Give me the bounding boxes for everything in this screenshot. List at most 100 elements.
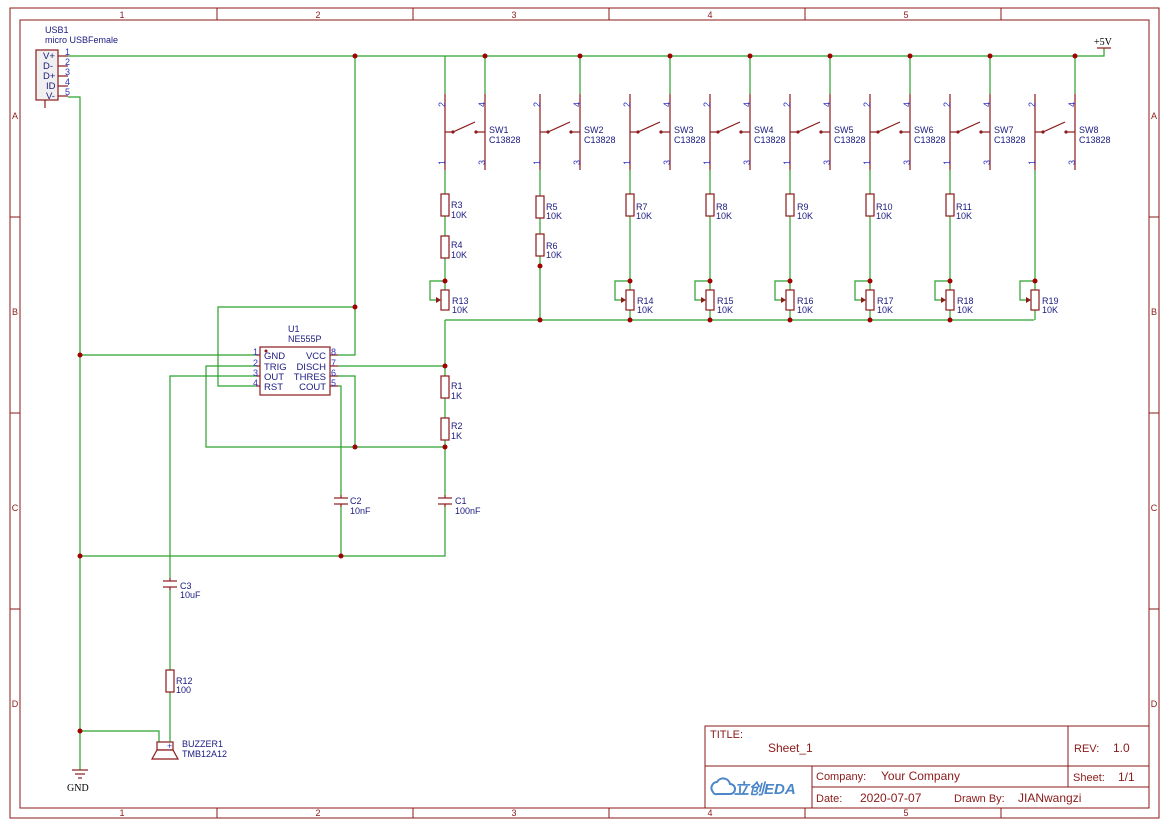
zone-col-3-bottom: 3 <box>511 808 516 818</box>
r3-value: 10K <box>451 210 467 220</box>
switch-value: C13828 <box>584 135 616 145</box>
resistor-r9: R9 10K <box>785 193 813 221</box>
zone-row-c-right: C <box>1151 503 1158 513</box>
switch-pin-4: 4 <box>982 102 992 107</box>
usb-pin-num-2: 2 <box>65 57 70 67</box>
switch-value: C13828 <box>994 135 1026 145</box>
sheet-value: 1/1 <box>1118 770 1135 784</box>
r9-value: 10K <box>797 211 813 221</box>
zone-row-a: A <box>12 111 18 121</box>
usb-pin-name-5: V- <box>46 91 55 102</box>
zone-col-1: 1 <box>119 10 124 20</box>
rev-label: REV: <box>1074 743 1099 755</box>
switch-ref: SW4 <box>754 125 774 135</box>
switch-pin-3: 3 <box>902 160 912 165</box>
r5-ref: R5 <box>546 202 558 212</box>
date-value: 2020-07-07 <box>860 791 922 805</box>
switch-pin-3: 3 <box>742 160 752 165</box>
pot-ref: R14 <box>637 296 654 306</box>
zone-col-5: 5 <box>903 10 908 20</box>
r7-value: 10K <box>636 211 652 221</box>
c1-ref: C1 <box>455 496 467 506</box>
pot-ref: R19 <box>1042 296 1059 306</box>
resistor-r3: R3 10K <box>440 193 467 220</box>
wires <box>68 48 1105 770</box>
r11-ref: R11 <box>956 202 972 212</box>
r12-value: 100 <box>176 685 191 695</box>
resistor-r7: R7 10K <box>625 193 652 221</box>
switch-pin-2: 2 <box>622 102 632 107</box>
ic-pin-name-rst: RST <box>264 382 283 393</box>
pot-value: 10K <box>452 305 468 315</box>
switch-pin-3: 3 <box>1067 160 1077 165</box>
usb-pin-num-1: 1 <box>65 47 70 57</box>
pot-ref: R17 <box>877 296 894 306</box>
switch-pin-4: 4 <box>742 102 752 107</box>
switch-pin-1: 1 <box>622 160 632 165</box>
buzzer-plus: + <box>167 741 172 751</box>
switch-pin-4: 4 <box>822 102 832 107</box>
resistor-r1: R1 1K <box>440 375 463 401</box>
switch-pin-3: 3 <box>477 160 487 165</box>
switch-ref: SW8 <box>1079 125 1099 135</box>
pot-value: 10K <box>957 305 973 315</box>
usb-pin-num-5: 5 <box>65 87 70 97</box>
c2-ref: C2 <box>350 496 362 506</box>
ic-pin-name-thres: THRES <box>294 372 326 383</box>
switch-pin-3: 3 <box>572 160 582 165</box>
buzzer: + BUZZER1 TMB12A12 <box>150 739 227 760</box>
switch-pin-2: 2 <box>942 102 952 107</box>
gnd-label: GND <box>67 783 89 794</box>
zone-row-d-right: D <box>1151 699 1158 709</box>
zone-row-c: C <box>12 503 19 513</box>
sheet-frame: 1 2 3 4 5 1 2 3 4 5 A B C D A B C D <box>9 7 1160 819</box>
vcc-symbol: +5V <box>1094 37 1113 49</box>
sheet-label: Sheet: <box>1073 772 1105 784</box>
pot-value: 10K <box>1042 305 1058 315</box>
switch-value: C13828 <box>674 135 706 145</box>
r1-ref: R1 <box>451 381 463 391</box>
switch-value: C13828 <box>834 135 866 145</box>
switch-pin-1: 1 <box>702 160 712 165</box>
resistor-r8: R8 10K <box>705 193 732 221</box>
company-value: Your Company <box>881 769 960 783</box>
ic-u1: U1 NE555P 1 2 3 4 GND TRIG OUT RST 8 7 6… <box>253 324 338 396</box>
rev-value: 1.0 <box>1113 741 1130 755</box>
switch-pin-4: 4 <box>572 102 582 107</box>
switch-pin-3: 3 <box>822 160 832 165</box>
c3-ref: C3 <box>180 581 192 591</box>
c1-value: 100nF <box>455 506 481 516</box>
capacitor-c1: C1 100nF <box>438 495 481 516</box>
ic-pin-name-gnd: GND <box>264 351 285 362</box>
usb-value: micro USBFemale <box>45 35 118 45</box>
vcc-label: +5V <box>1094 37 1113 48</box>
switch-pin-4: 4 <box>902 102 912 107</box>
potentiometers: R1310KR1410KR1510KR1610KR1710KR1810KR191… <box>436 289 1059 315</box>
switch-pin-3: 3 <box>662 160 672 165</box>
switch-ref: SW6 <box>914 125 934 135</box>
r12-ref: R12 <box>176 676 193 686</box>
ic-pin-num-1: 1 <box>253 347 258 357</box>
pot-value: 10K <box>877 305 893 315</box>
zone-row-b: B <box>12 307 18 317</box>
resistor-r11: R11 10K <box>945 193 972 221</box>
logo-text: 立创EDA <box>734 780 796 798</box>
date-label: Date: <box>816 793 842 805</box>
switch-value: C13828 <box>489 135 521 145</box>
r11-value: 10K <box>956 211 972 221</box>
resistor-r6: R6 10K <box>535 233 562 260</box>
buzzer-value: TMB12A12 <box>182 749 227 759</box>
switch-value: C13828 <box>1079 135 1111 145</box>
capacitor-c3: C3 10uF <box>163 578 201 600</box>
zone-col-2-bottom: 2 <box>315 808 320 818</box>
switch-value: C13828 <box>754 135 786 145</box>
